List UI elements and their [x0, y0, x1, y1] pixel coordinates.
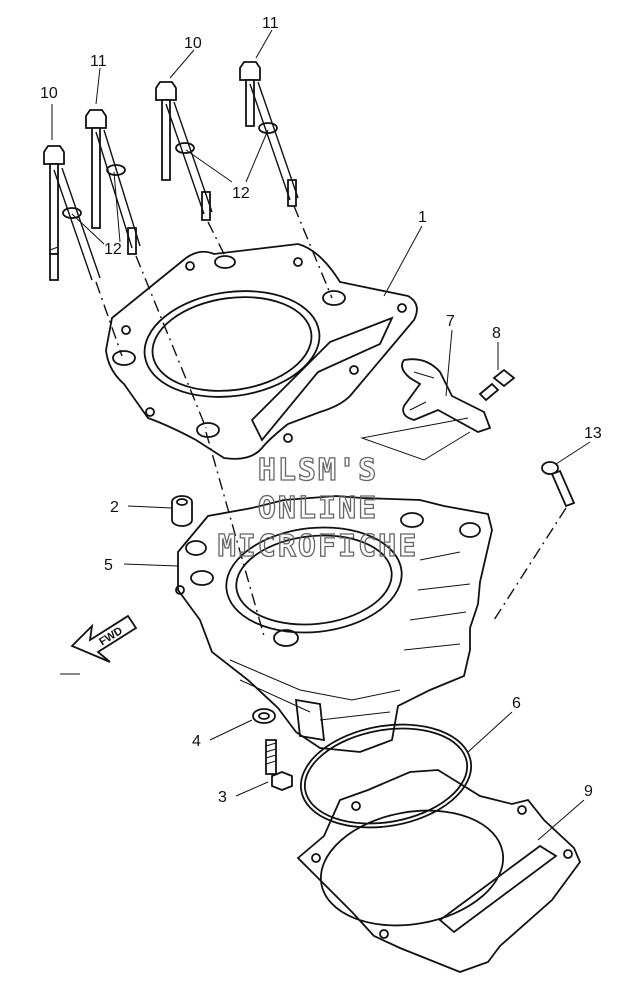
bolt-shaft [165, 103, 205, 215]
leader-11a [95, 67, 101, 105]
alignment-line [205, 431, 265, 637]
leader-10b [169, 49, 195, 79]
leader-13 [555, 441, 591, 465]
callout-5: 5 [104, 557, 113, 574]
dowel-pin-2 [171, 495, 193, 527]
callout-7: 7 [446, 313, 455, 330]
cylinder-base-gasket [296, 769, 582, 973]
leader-11b [255, 29, 273, 59]
callout-9: 9 [584, 783, 593, 800]
callout-12: 12 [104, 241, 122, 258]
alignment-line [135, 255, 207, 429]
alignment-line [493, 507, 567, 621]
cylinder-head-gasket [105, 243, 418, 460]
callout-1: 1 [418, 209, 427, 226]
head-bolt-left-10 [43, 145, 82, 281]
leader-1 [383, 225, 423, 297]
alignment-line [95, 281, 123, 357]
leader-7 [445, 329, 453, 397]
leader-bracket [360, 417, 471, 461]
callout-10: 10 [40, 85, 58, 102]
callout-10: 10 [184, 35, 202, 52]
o-ring-inner [303, 727, 469, 825]
leader-2 [127, 505, 173, 509]
washer-4 [252, 708, 276, 724]
leader-9 [537, 799, 585, 841]
callout-11: 11 [90, 53, 107, 70]
bolt-shaft [249, 83, 291, 201]
callout-11: 11 [262, 15, 279, 32]
fwd-arrow-icon: FWD [70, 614, 138, 663]
bolt-13 [541, 461, 576, 508]
leader-12b [185, 129, 269, 183]
watermark-line-3: MICROFICHE [218, 529, 419, 564]
callout-6: 6 [512, 695, 521, 712]
leader-4 [209, 719, 253, 741]
callout-13: 13 [584, 425, 602, 442]
cylinder-block [175, 495, 493, 753]
bracket [401, 358, 492, 433]
head-bolt-right-10 [155, 81, 211, 221]
leader-3 [235, 781, 269, 797]
o-ring [299, 723, 473, 829]
bolt-shaft [103, 129, 141, 247]
leader-5 [123, 563, 179, 567]
bolt-shaft [53, 169, 93, 281]
callout-2: 2 [110, 499, 119, 516]
leader-12a [71, 171, 121, 245]
watermark-line-1: HLSM'S [258, 453, 378, 488]
bolt-3 [265, 739, 293, 791]
bolt-shaft [257, 81, 299, 199]
callout-4: 4 [192, 733, 201, 750]
callout-3: 3 [218, 789, 227, 806]
callout-8: 8 [492, 325, 501, 342]
leader-6 [467, 711, 513, 753]
watermark: HLSM'S ONLINE MICROFICHE [217, 452, 419, 564]
bracket-screw [478, 368, 516, 402]
alignment-line [207, 221, 227, 259]
callout-12: 12 [232, 185, 250, 202]
bolt-shaft [95, 131, 133, 249]
bolt-shaft [173, 101, 213, 213]
watermark-line-2: ONLINE [258, 491, 378, 526]
